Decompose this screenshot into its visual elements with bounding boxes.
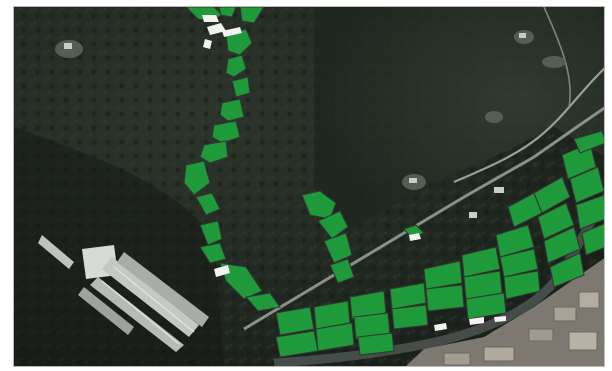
field-parcel	[461, 246, 501, 278]
field-parcel	[549, 252, 585, 288]
field-parcel	[211, 120, 241, 144]
field-parcel	[581, 223, 604, 256]
field-parcel	[225, 28, 253, 56]
field-parcel	[533, 176, 571, 214]
field-parcel	[389, 282, 427, 310]
field-parcel	[425, 284, 465, 312]
field-parcel	[239, 7, 265, 24]
facility-complex	[38, 235, 209, 352]
field-parcel	[301, 190, 337, 220]
field-parcel	[537, 202, 575, 240]
field-parcel	[183, 160, 211, 196]
field-parcel	[315, 322, 355, 352]
field-parcel	[423, 260, 463, 290]
field-parcel	[244, 292, 281, 312]
field-parcel	[231, 76, 251, 98]
field-parcel	[218, 7, 237, 18]
field-parcel	[329, 258, 355, 284]
urban-area	[406, 258, 604, 366]
field-parcel	[575, 194, 604, 230]
field-parcel	[499, 248, 539, 278]
field-parcel	[219, 98, 245, 122]
white-patches	[202, 15, 506, 331]
forest-ridge-east	[314, 7, 604, 237]
field-parcel	[323, 232, 353, 264]
field-parcel	[465, 292, 507, 320]
field-parcel	[199, 140, 229, 164]
satellite-map[interactable]	[13, 6, 605, 367]
urban-blocks	[443, 291, 600, 366]
field-parcel	[317, 210, 349, 240]
forest-buildings	[64, 33, 526, 218]
field-parcel	[199, 220, 223, 246]
field-parcel	[195, 192, 221, 216]
field-parcel	[275, 306, 315, 336]
field-parcel	[573, 130, 604, 154]
field-parcel	[503, 270, 541, 300]
secondary-road	[453, 67, 604, 184]
field-parcel	[495, 224, 535, 258]
field-parcel	[569, 166, 604, 204]
field-overlay-layer	[183, 7, 604, 358]
field-parcel	[543, 226, 581, 264]
field-parcel	[199, 242, 227, 264]
field-parcel	[225, 54, 247, 78]
main-road	[243, 106, 604, 331]
satellite-map-svg	[14, 7, 604, 366]
field-parcel	[219, 262, 263, 300]
field-parcel	[391, 304, 429, 330]
field-parcel	[357, 332, 395, 356]
